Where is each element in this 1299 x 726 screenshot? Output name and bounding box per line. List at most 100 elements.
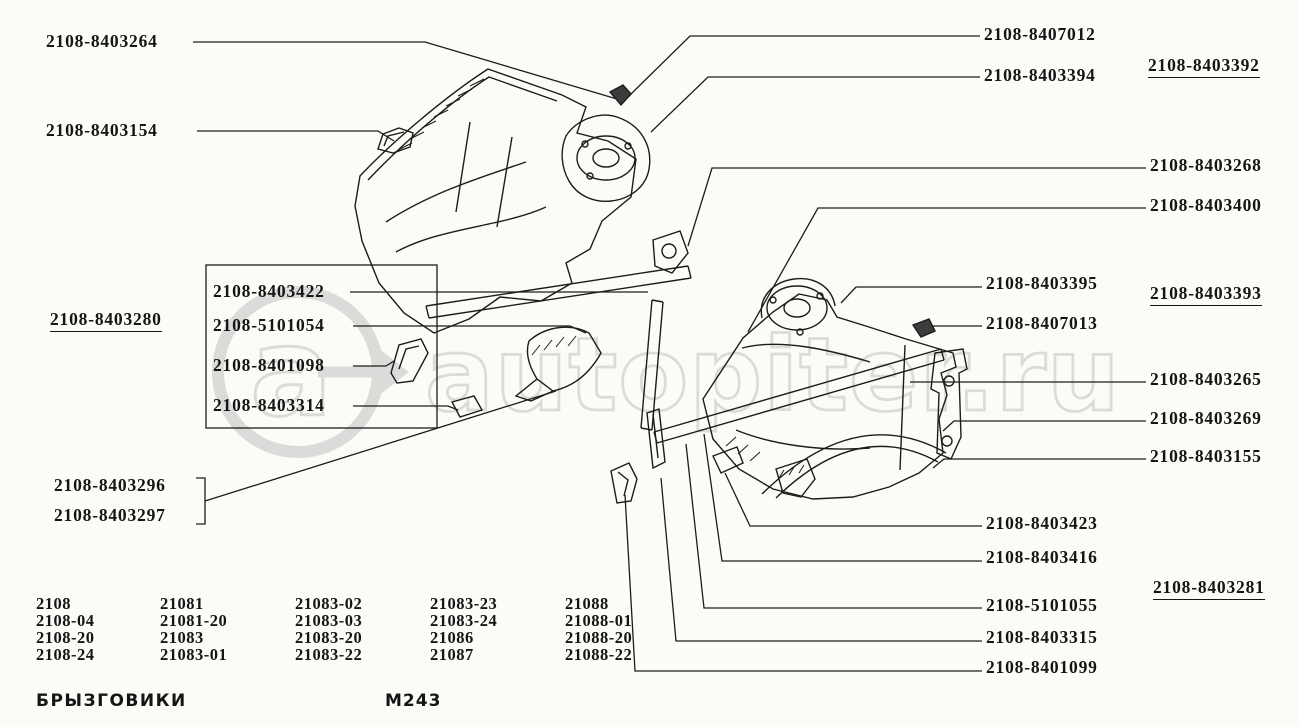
part-number-label: 2108-8407012 <box>984 24 1096 44</box>
label-group-box <box>205 264 438 429</box>
model-code: 21088-20 <box>565 628 633 647</box>
model-code: 21083-24 <box>430 611 498 630</box>
hatching <box>531 335 577 356</box>
bracket-296-297 <box>196 477 206 525</box>
strut-tower-opening <box>576 135 636 181</box>
mudflap-flange <box>514 378 554 402</box>
leader-line <box>687 167 1146 247</box>
bracket-hole <box>943 375 955 387</box>
model-code: 2108 <box>36 594 71 613</box>
part-number-label: 2108-8403394 <box>984 65 1096 85</box>
clip-8403264 <box>608 84 632 107</box>
hatching <box>725 436 761 462</box>
hatching <box>778 464 805 479</box>
part-number-label: 2108-8403296 <box>54 475 166 495</box>
bracket-hole <box>661 243 677 259</box>
rail-upper <box>425 265 692 319</box>
part-number-label: 2108-8403269 <box>1150 408 1262 428</box>
panel-crease <box>735 429 871 450</box>
bracket-small-a <box>712 446 744 474</box>
right-wheelhouse-drawing <box>610 277 968 504</box>
panel-flange <box>367 76 558 181</box>
part-number-label: 2108-8403400 <box>1150 195 1262 215</box>
bolt-hole <box>816 292 824 300</box>
clip-8407013 <box>911 318 936 338</box>
model-code: 21083-02 <box>295 594 363 613</box>
bolt-hole <box>769 296 777 304</box>
sheet-code: М243 <box>385 691 442 711</box>
leader-line <box>353 360 395 367</box>
watermark-text: autopiter.ru <box>425 316 1121 435</box>
watermark-arrow-icon <box>318 345 409 399</box>
panel-outline <box>354 68 637 334</box>
leader-line <box>747 207 1146 333</box>
leader-line <box>840 286 982 304</box>
bolt-hole <box>586 172 594 180</box>
model-code: 21088-22 <box>565 645 633 664</box>
page-title: БРЫЗГОВИКИ <box>36 691 187 711</box>
model-code: 21081-20 <box>160 611 228 630</box>
bracket-8401099 <box>610 462 638 504</box>
panel-crease <box>496 136 513 228</box>
strut-tower-hole <box>783 298 811 318</box>
panel-crease <box>899 344 906 471</box>
part-number-label: 2108-8403154 <box>46 120 158 140</box>
panel-crease <box>741 343 871 363</box>
connector-strip <box>640 299 664 431</box>
bolt-hole <box>624 142 632 150</box>
leader-line <box>353 325 587 334</box>
left-wheelhouse-drawing <box>354 68 692 431</box>
leader-line <box>685 443 982 609</box>
model-code: 21083-20 <box>295 628 363 647</box>
leader-line <box>353 405 459 411</box>
hatching <box>397 78 485 151</box>
part-number-label: 2108-8403155 <box>1150 446 1262 466</box>
part-number-label: 2108-8407013 <box>986 313 1098 333</box>
strut-tower-cap <box>561 114 651 202</box>
panel-crease <box>385 161 527 223</box>
model-code: 21088 <box>565 594 609 613</box>
model-code: 21083-23 <box>430 594 498 613</box>
part-number-label: 2108-8403297 <box>54 505 166 525</box>
model-code: 21086 <box>430 628 474 647</box>
strut-tower-contour <box>760 277 836 319</box>
part-number-label: 2108-8403422 <box>213 281 325 301</box>
leader-line <box>628 35 980 97</box>
model-code: 21083 <box>160 628 204 647</box>
mudflap-8403296 <box>526 326 602 392</box>
assembly-number-label: 2108-8403392 <box>1148 56 1260 78</box>
part-number-label: 2108-8403423 <box>986 513 1098 533</box>
part-number-label: 2108-8403264 <box>46 31 158 51</box>
model-code: 2108-24 <box>36 645 95 664</box>
bracket-8403154 <box>377 127 414 154</box>
bracket-8401098 <box>390 338 429 384</box>
model-code: 21087 <box>430 645 474 664</box>
part-number-label: 2108-8401099 <box>986 657 1098 677</box>
bracket-with-hole <box>652 230 689 274</box>
leader-line <box>703 433 982 562</box>
bracket-hole <box>941 435 953 447</box>
leader-line <box>942 420 1146 432</box>
wheel-arch <box>761 434 947 495</box>
part-number-label: 2108-8401098 <box>213 355 325 375</box>
model-code: 2108-04 <box>36 611 95 630</box>
model-code: 21081 <box>160 594 204 613</box>
strip-8403315 <box>646 408 666 470</box>
model-code: 21083-22 <box>295 645 363 664</box>
bracket-8403314 <box>450 395 484 418</box>
model-code: 21083-03 <box>295 611 363 630</box>
part-number-label: 2108-5101054 <box>213 315 325 335</box>
bracket-right <box>930 348 968 460</box>
part-number-label: 2108-8403395 <box>986 273 1098 293</box>
panel-crease <box>455 121 471 213</box>
assembly-number-label: 2108-8403393 <box>1150 284 1262 306</box>
leader-line <box>204 390 557 502</box>
part-number-label: 2108-5101055 <box>986 595 1098 615</box>
